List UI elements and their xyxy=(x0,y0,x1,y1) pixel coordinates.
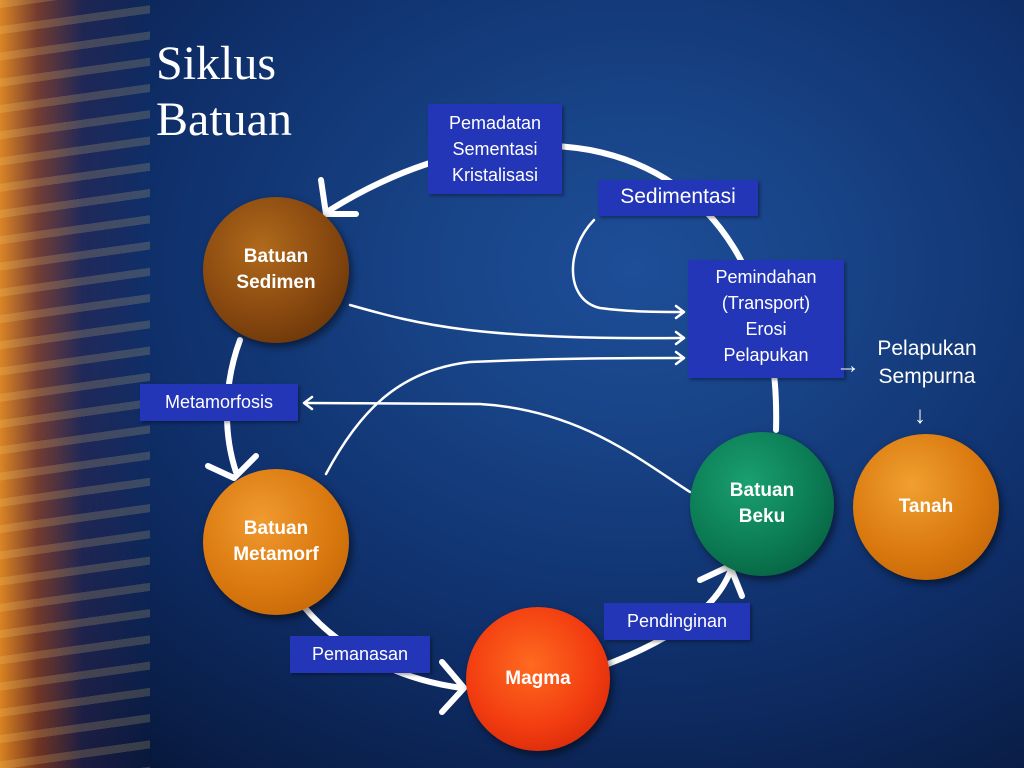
flow-metamorf-to-transport xyxy=(324,356,684,476)
arrowhead-sedimen xyxy=(318,177,359,217)
label-pemadatan-line: Pemadatan xyxy=(448,113,542,133)
node-magma: Magma xyxy=(466,607,610,751)
title-line-2: Batuan xyxy=(156,93,292,146)
label-pemanasan: Pemanasan xyxy=(290,636,430,673)
label-transport-line: (Transport) xyxy=(721,293,811,313)
label-pelapukan-word: Pelapukan xyxy=(877,337,977,360)
label-metamorfosis: Metamorfosis xyxy=(140,384,298,421)
node-batuan-sedimen: Batuan Sedimen xyxy=(203,197,349,343)
arrowhead-metamorf xyxy=(205,453,259,481)
slide-title: Siklus Batuan xyxy=(156,36,292,148)
node-batuan-sedimen-line1: Batuan xyxy=(243,246,309,267)
label-erosi-line: Erosi xyxy=(745,319,787,339)
arrowhead-flow-sedimentasi xyxy=(674,304,686,320)
node-batuan-metamorf-line1: Batuan xyxy=(243,518,309,539)
label-kristalisasi-line: Kristalisasi xyxy=(451,165,539,185)
label-sedimentasi: Sedimentasi xyxy=(598,180,758,216)
label-pelapukan-line: Pelapukan xyxy=(723,345,809,365)
label-sempurna-word: Sempurna xyxy=(878,365,976,388)
flow-beku-to-metamorfosis xyxy=(304,401,692,494)
node-tanah-label: Tanah xyxy=(898,496,954,517)
label-pemindahan-line: Pemindahan xyxy=(715,267,817,287)
arrow-right-icon: → xyxy=(836,352,860,379)
node-batuan-beku: Batuan Beku xyxy=(690,432,834,576)
label-pelapukan-sempurna: Pelapukan Sempurna xyxy=(862,335,992,391)
label-pemindahan: Pemindahan (Transport) Erosi Pelapukan xyxy=(688,260,844,378)
node-magma-label: Magma xyxy=(505,668,571,689)
arrowhead-flow-metamorfosis xyxy=(302,395,314,411)
flow-sedimen-to-transport xyxy=(348,303,684,340)
node-batuan-sedimen-line2: Sedimen xyxy=(236,272,316,293)
label-pendinginan: Pendinginan xyxy=(604,603,750,640)
label-pemadatan: Pemadatan Sementasi Kristalisasi xyxy=(428,104,562,194)
arrowhead-flow-metamorf xyxy=(674,350,686,366)
decorative-side-stripes xyxy=(0,0,150,768)
node-batuan-metamorf-line2: Metamorf xyxy=(233,544,319,565)
title-line-1: Siklus xyxy=(156,37,277,90)
arrowhead-magma xyxy=(439,659,467,715)
arrow-down-icon: ↓ xyxy=(914,402,926,429)
label-sementasi-line: Sementasi xyxy=(452,139,538,159)
decorative-side-image xyxy=(0,0,150,768)
node-batuan-beku-line1: Batuan xyxy=(729,480,795,501)
node-tanah: Tanah xyxy=(853,434,999,580)
flow-sedimentasi-loop xyxy=(571,218,684,314)
node-batuan-beku-line2: Beku xyxy=(738,506,786,527)
node-batuan-metamorf: Batuan Metamorf xyxy=(203,469,349,615)
arrowhead-flow-sedimen xyxy=(674,330,686,346)
